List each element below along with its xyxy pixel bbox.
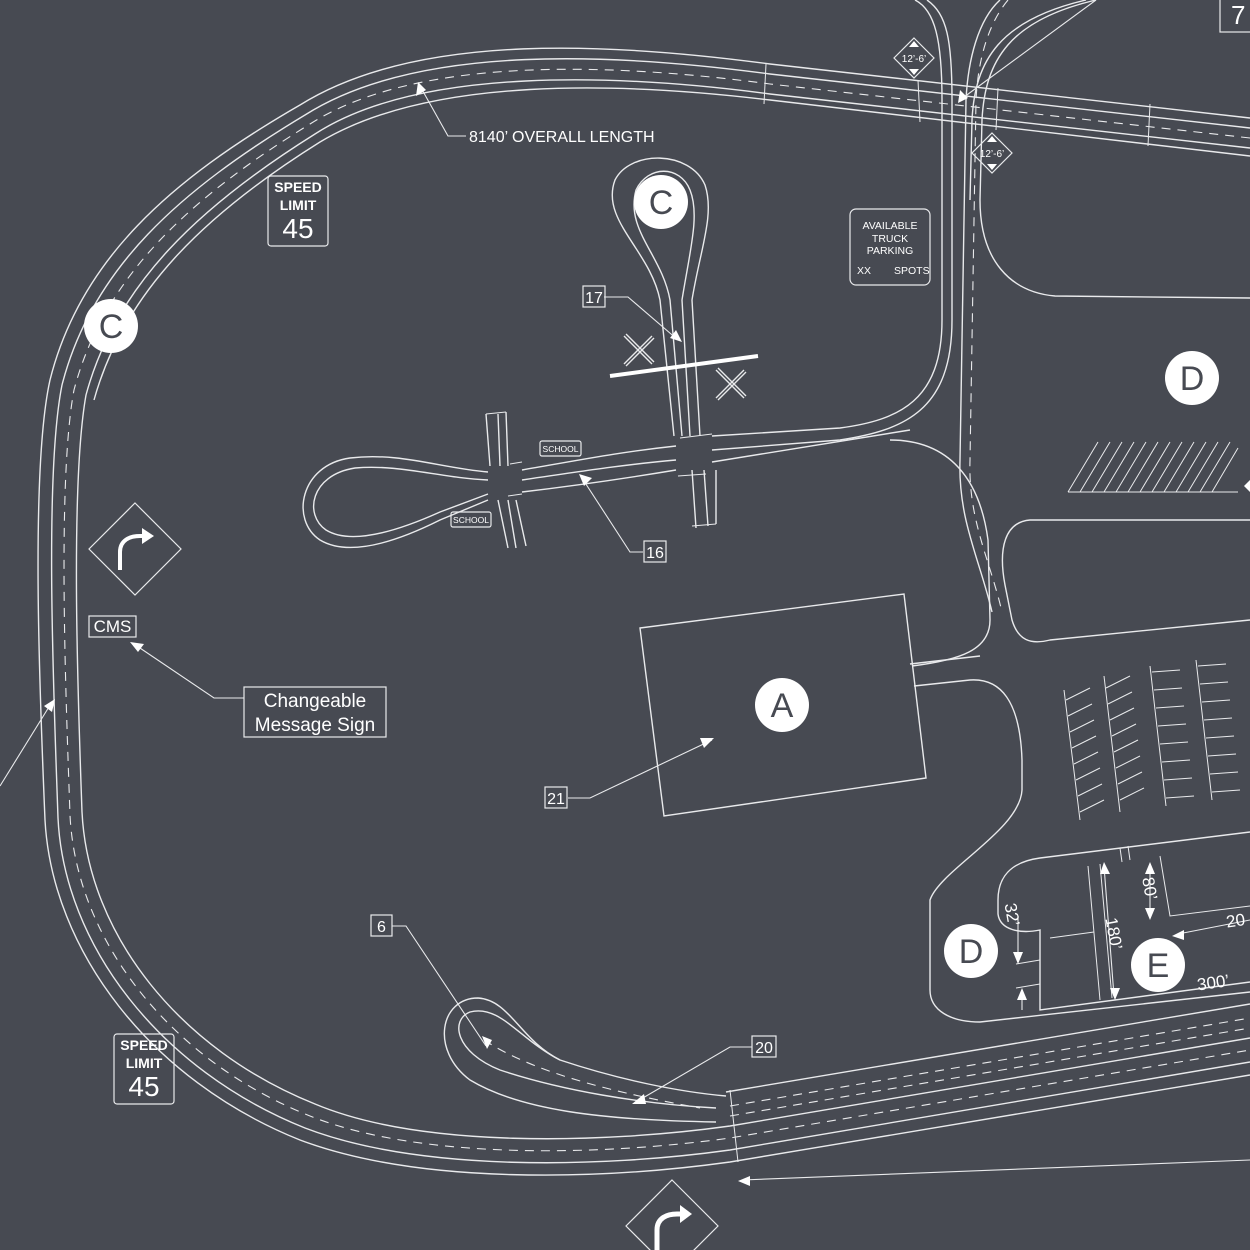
north-road [711, 0, 1250, 667]
dimension-300: 300’ [1196, 971, 1230, 994]
parking-hatch-upper [1067, 441, 1239, 493]
changeable-message-sign-callout: Changeable Message Sign [243, 686, 387, 738]
clearance-sign-1: 12’-6’ [893, 37, 935, 79]
leader-lines [0, 0, 1250, 1181]
speed-limit-sign-upper: SPEED LIMIT 45 [267, 175, 329, 247]
callout-21: 21 [544, 786, 568, 809]
clearance-sign-2: 12’-6’ [971, 132, 1013, 174]
south-loop [443, 997, 727, 1123]
turn-sign-west [88, 502, 182, 596]
truck-sign-line2: TRUCK [872, 233, 908, 245]
speed-sign-line1: SPEED [120, 1037, 167, 1053]
building-a [639, 593, 1250, 1023]
oval-track [37, 47, 1250, 1176]
cms-label: CMS [94, 617, 132, 636]
zone-letter: C [649, 184, 674, 222]
zone-letter: D [1180, 360, 1205, 398]
arrow-turn-right-icon [118, 534, 144, 570]
truck-sign-line1: AVAILABLE [862, 220, 917, 232]
callout-number: 16 [646, 545, 664, 562]
school-tag-lower: SCHOOL [450, 511, 492, 528]
zone-marker-c-west: C [84, 299, 138, 353]
callout-number: 7 [1231, 0, 1245, 30]
school-label: SCHOOL [453, 515, 489, 525]
callout-20: 20 [751, 1035, 777, 1058]
school-label: SCHOOL [543, 444, 579, 454]
interior-road [302, 157, 759, 549]
truck-sign-line3: PARKING [867, 245, 913, 257]
zone-marker-c-loop: C [634, 175, 688, 229]
callout-16: 16 [643, 540, 667, 563]
turn-sign-south [625, 1179, 719, 1250]
callout-line1: Changeable [264, 691, 366, 712]
speed-sign-value: 45 [128, 1071, 159, 1102]
lower-pads [997, 831, 1250, 1011]
dimension-20: 20 [1225, 910, 1246, 931]
callout-line2: Message Sign [255, 715, 375, 736]
callout-17: 17 [582, 285, 606, 308]
clearance-height: 12’-6’ [902, 54, 926, 65]
zone-letter: A [771, 687, 794, 725]
arrowheads [44, 82, 1250, 1186]
truck-sign-count: XX [857, 265, 871, 277]
zone-marker-a: A [755, 678, 809, 732]
cms-tag: CMS [88, 615, 137, 638]
zone-letter: D [959, 933, 984, 971]
callout-number: 20 [755, 1040, 773, 1057]
school-tag-upper: SCHOOL [539, 440, 582, 457]
callout-number: 6 [377, 919, 386, 936]
callout-number: 17 [585, 290, 603, 307]
overall-length-label: 8140’ OVERALL LENGTH [469, 129, 655, 146]
truck-parking-sign: AVAILABLE TRUCK PARKING XX SPOTS [849, 208, 931, 286]
zone-letter: E [1147, 947, 1170, 985]
zone-letter: C [99, 308, 124, 346]
dimension-32: 32’ [1001, 902, 1024, 928]
truck-sign-unit: SPOTS [894, 265, 930, 277]
callout-6: 6 [370, 914, 393, 937]
dimension-80: 80’ [1138, 876, 1161, 902]
speed-sign-value: 45 [282, 213, 313, 244]
zone-marker-d-upper: D [1165, 351, 1219, 405]
speed-limit-sign-lower: SPEED LIMIT 45 [113, 1033, 175, 1105]
zone-marker-d-lower: D [944, 924, 998, 978]
callout-7: 7 [1219, 0, 1250, 33]
dimension-180: 180’ [1101, 916, 1125, 951]
zone-marker-e: E [1131, 938, 1185, 992]
speed-sign-line1: SPEED [274, 179, 321, 195]
clearance-height: 12’-6’ [980, 149, 1004, 160]
speed-sign-line2: LIMIT [126, 1055, 163, 1071]
parking-rows [1063, 659, 1241, 821]
arrow-turn-right-icon [654, 1211, 681, 1250]
railroad-crossing-icon [623, 333, 747, 401]
speed-sign-line2: LIMIT [280, 197, 317, 213]
callout-number: 21 [547, 791, 565, 808]
